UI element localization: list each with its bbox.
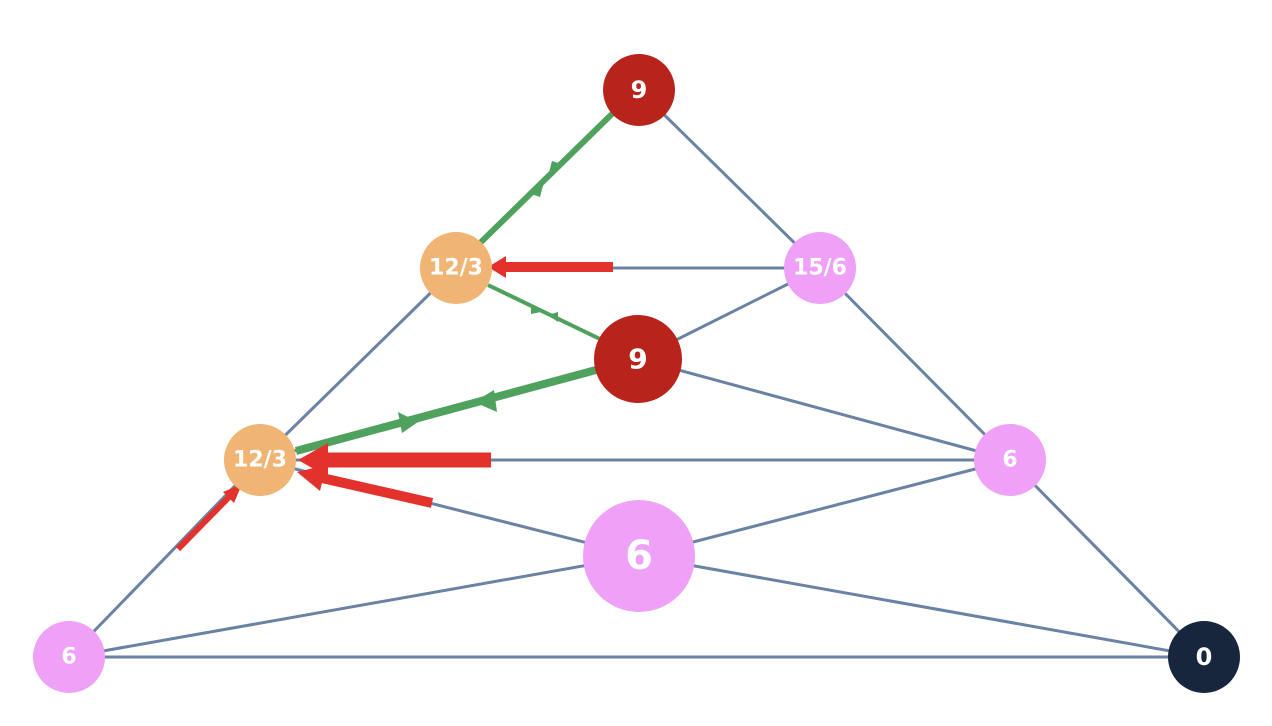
edge-left-mid-left-low — [258, 266, 458, 462]
node-center[interactable]: 9 — [594, 315, 682, 403]
node-right-low[interactable]: 6 — [974, 424, 1046, 496]
node-right-low-label: 6 — [1002, 448, 1017, 473]
flow-arrows — [175, 109, 617, 552]
edge-top-right-mid — [637, 88, 822, 270]
node-bottom-left[interactable]: 6 — [33, 621, 105, 693]
node-bottom-right-label: 0 — [1196, 643, 1213, 671]
green-arrowhead-up — [528, 182, 544, 197]
node-bottom-left-label: 6 — [61, 645, 76, 670]
edge-right-mid-right-low — [818, 266, 1012, 462]
edge-bottom-center-bottom-right — [638, 554, 1205, 659]
green-arrow-center-left-low — [294, 366, 598, 455]
green-arrowhead-mid-b — [548, 312, 558, 322]
green-arrowhead-right — [398, 412, 418, 433]
node-right-mid[interactable]: 15/6 — [784, 232, 856, 304]
node-bottom-right[interactable]: 0 — [1168, 621, 1240, 693]
edge-bottom-left-bottom-center — [68, 554, 640, 659]
edge-center-right-low — [637, 357, 1011, 462]
red-arrowhead-up-left — [223, 484, 242, 503]
green-arrowhead-left — [474, 390, 497, 412]
edge-right-low-bottom-center — [638, 458, 1011, 558]
node-bottom-center[interactable]: 6 — [583, 500, 695, 612]
red-arrow-bottom-left-to-left-low — [175, 491, 235, 552]
nodes: 9 12/3 15/6 9 12/3 6 6 6 — [33, 54, 1240, 693]
green-arrowhead-mid-a — [531, 304, 541, 314]
edge-right-low-bottom-right — [1008, 458, 1206, 659]
node-left-low[interactable]: 12/3 — [224, 424, 296, 496]
red-arrow-diagonal-to-left-low — [320, 473, 434, 508]
red-arrowhead-diagonal — [297, 465, 326, 491]
node-left-mid-label: 12/3 — [429, 256, 483, 281]
node-bottom-center-label: 6 — [625, 533, 653, 579]
green-arrow-left-mid-center — [487, 283, 603, 342]
green-arrow-top-left-mid — [475, 109, 617, 248]
green-arrowhead-down — [548, 161, 564, 176]
red-arrowhead-left-mid — [488, 256, 506, 278]
node-top[interactable]: 9 — [603, 54, 675, 126]
node-right-mid-label: 15/6 — [793, 256, 847, 281]
node-left-mid[interactable]: 12/3 — [420, 232, 492, 304]
node-center-label: 9 — [628, 343, 647, 376]
node-left-low-label: 12/3 — [233, 448, 287, 473]
node-top-label: 9 — [631, 76, 648, 104]
